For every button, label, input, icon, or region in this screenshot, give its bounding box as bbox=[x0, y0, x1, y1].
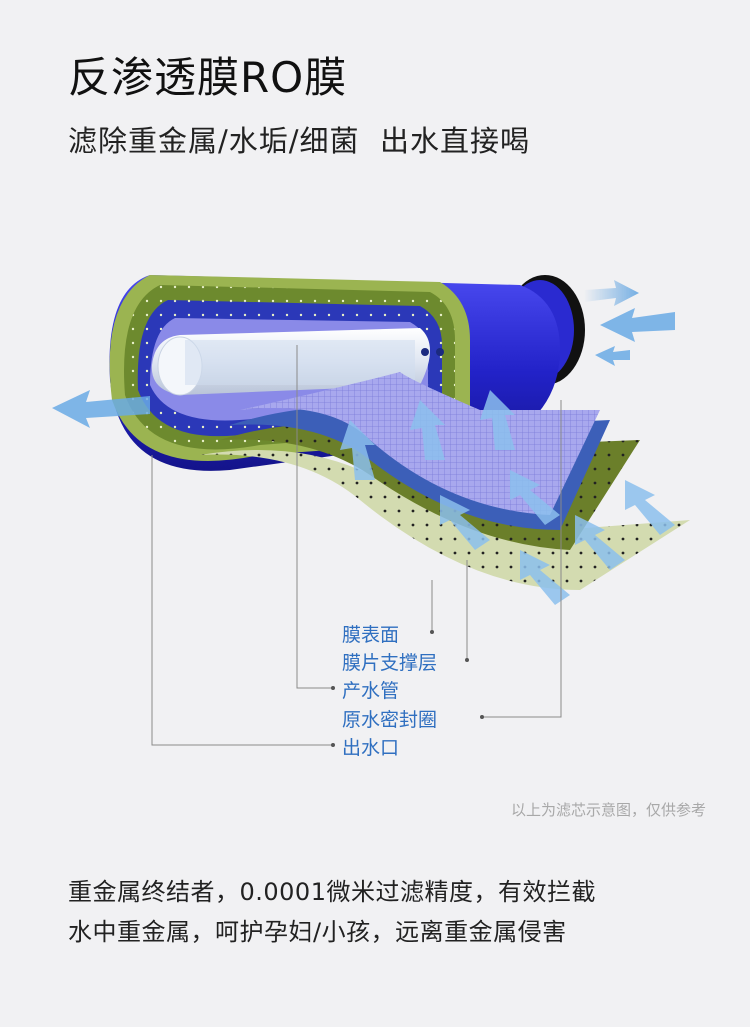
page-subtitle: 滤除重金属/水垢/细菌 出水直接喝 bbox=[68, 124, 530, 158]
leader-dots bbox=[331, 630, 484, 747]
disclaimer-note: 以上为滤芯示意图，仅供参考 bbox=[510, 801, 706, 819]
leader-lines bbox=[151, 345, 562, 746]
water-flow-arrows bbox=[52, 280, 675, 605]
page-title: 反渗透膜RO膜 bbox=[68, 53, 348, 102]
description: 重金属终结者，0.0001微米过滤精度，有效拦截 水中重金属，呵护孕妇/小孩，远… bbox=[68, 872, 596, 952]
label-product-water-tube: 产水管 bbox=[342, 680, 400, 702]
label-membrane-surface: 膜表面 bbox=[342, 624, 400, 646]
product-water-tube-shape bbox=[151, 328, 444, 396]
description-line-2: 水中重金属，呵护孕妇/小孩，远离重金属侵害 bbox=[68, 918, 567, 946]
label-membrane-support-layer: 膜片支撑层 bbox=[342, 652, 438, 674]
description-line-1: 重金属终结者，0.0001微米过滤精度，有效拦截 bbox=[68, 878, 596, 906]
label-raw-water-seal-ring: 原水密封圈 bbox=[342, 709, 438, 731]
ro-membrane-diagram bbox=[52, 275, 690, 747]
label-water-outlet: 出水口 bbox=[342, 737, 400, 759]
